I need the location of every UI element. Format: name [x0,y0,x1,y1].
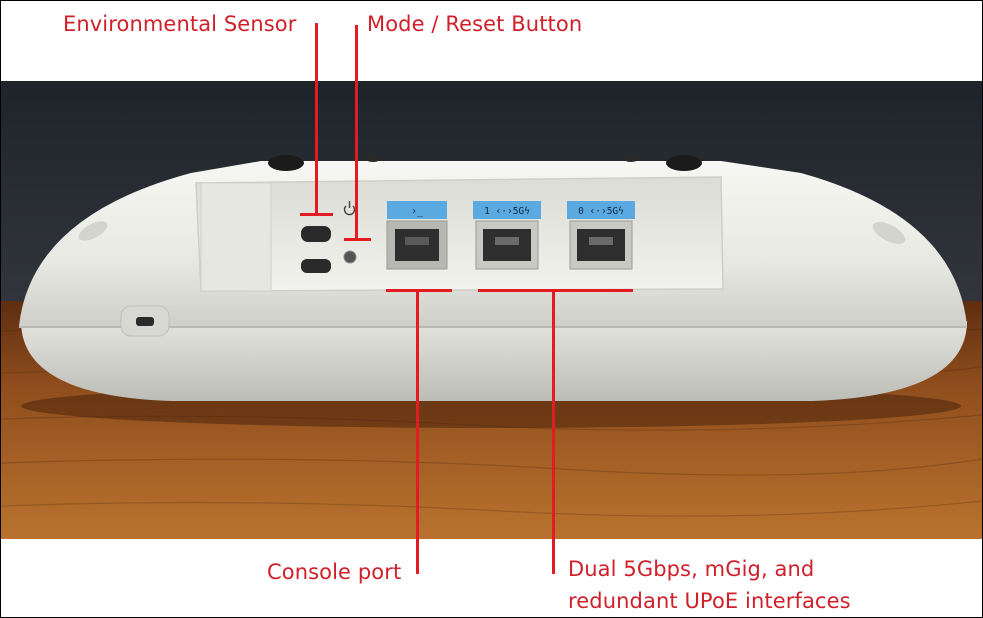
console-port-leader [416,291,419,574]
interfaces-leader-tick [478,289,633,292]
mount-foot [365,154,381,162]
ethernet-port-1-pins [495,237,519,245]
interfaces-callout-line1: Dual 5Gbps, mGig, and [568,557,815,581]
port0-label [567,201,635,219]
port0-label-text: 0 ‹·›5Gϟ [578,206,624,217]
console-port-pins [405,237,429,245]
bottom-band [1,539,982,617]
mode-reset-button-label: Mode / Reset Button [367,12,583,36]
environmental-sensor-window [301,226,331,242]
mount-foot [268,155,304,171]
environmental-sensor-window [301,259,331,273]
mode-reset-leader [355,25,358,239]
interfaces-leader [552,291,555,574]
side-vent [78,221,108,241]
mount-foot [666,155,702,171]
console-port-label [387,201,447,219]
mount-foot [623,154,639,162]
port-recess [195,176,724,292]
console-port-glyph: ›_ [411,206,424,217]
top-band [1,1,982,81]
port1-label-text: 1 ‹·›5Gϟ [484,206,530,217]
side-vent [872,221,906,245]
power-reset-icon [343,201,356,216]
lock-slot-hole [136,317,154,326]
console-port-leader-tick [386,289,452,292]
console-port-callout: Console port [267,560,402,584]
mode-reset-leader-tick [344,238,371,241]
mode-reset-button[interactable] [343,250,357,264]
environmental-sensor-leader-tick [300,213,333,216]
port1-label [473,201,541,219]
device-base [21,321,967,401]
ethernet-port-0-pins [589,237,613,245]
environmental-sensor-label: Environmental Sensor [63,12,297,36]
environmental-sensor-leader [315,23,318,215]
cable-clip [200,182,272,292]
interfaces-callout-line2: redundant UPoE interfaces [568,589,851,613]
